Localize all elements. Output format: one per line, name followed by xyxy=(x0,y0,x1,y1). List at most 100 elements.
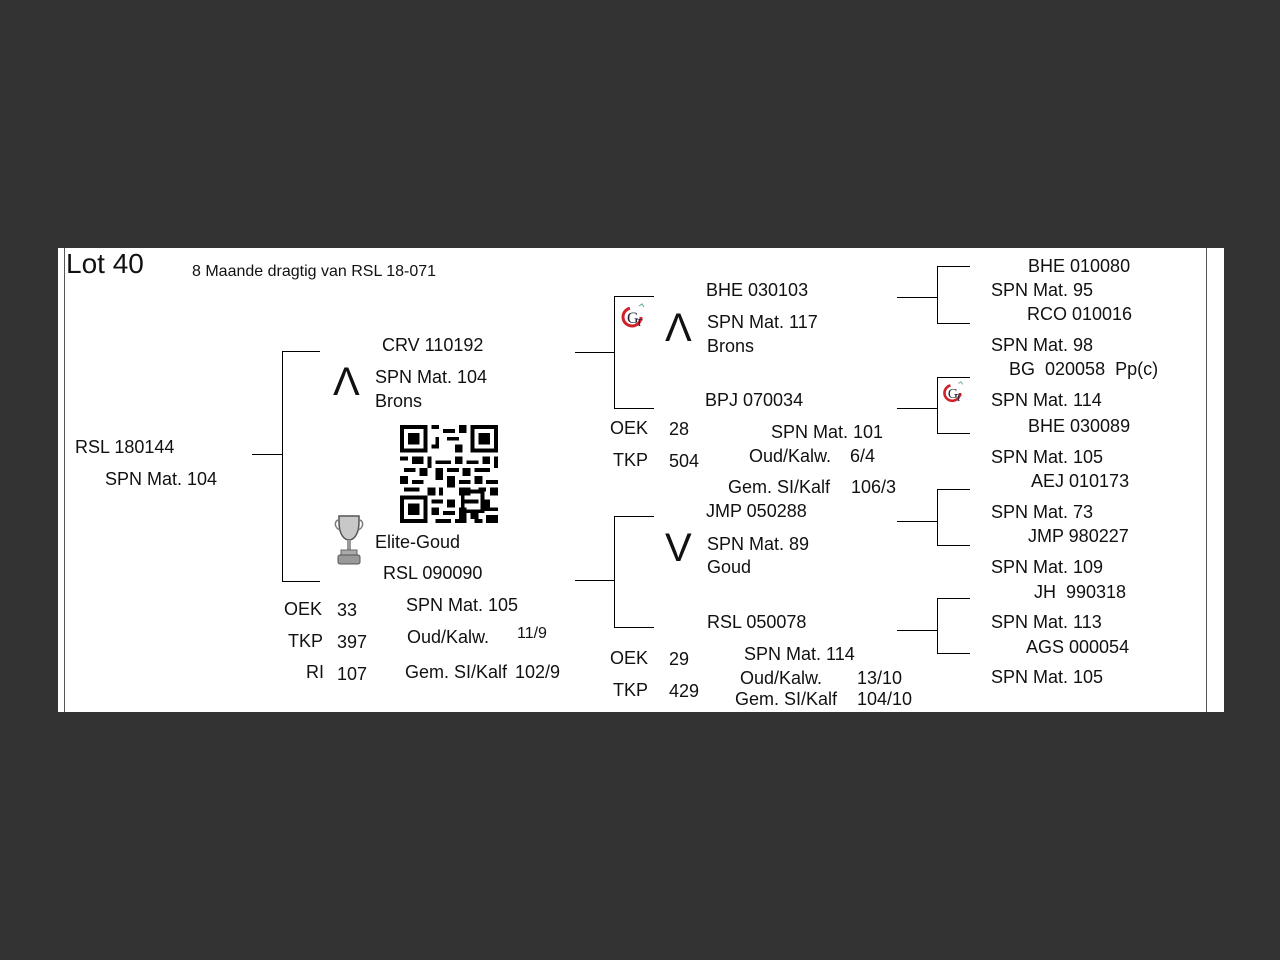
pedigree-sheet: Lot 40 8 Maande dragtig van RSL 18-071 R… xyxy=(58,248,1224,712)
gen3-mat: SPN Mat. 105 xyxy=(991,447,1104,467)
gen1-bracket xyxy=(282,351,283,581)
gen3-id: BG 020058 Pp(c) xyxy=(1009,359,1159,379)
gen3-id: JH 990318 xyxy=(1034,582,1127,602)
gen3-id: JMP 980227 xyxy=(1028,526,1129,546)
dam-dam-id: RSL 050078 xyxy=(707,612,807,632)
dam-gem-label: Gem. SI/Kalf xyxy=(405,662,508,682)
gen3-mat: SPN Mat. 105 xyxy=(991,667,1104,687)
dam-dam-oud-value: 13/10 xyxy=(857,668,903,688)
dam-sire-tick xyxy=(614,516,654,517)
gen1-top-tick xyxy=(282,351,320,352)
dam-dam-gem-label: Gem. SI/Kalf xyxy=(735,689,838,709)
gen3-connector-4 xyxy=(897,630,937,631)
subject-id: RSL 180144 xyxy=(75,437,175,457)
gen3-mat: SPN Mat. 109 xyxy=(991,557,1104,577)
dam-stat-label-tkp: TKP xyxy=(288,631,324,651)
sire-bracket xyxy=(614,296,615,408)
sire-sire-mat: SPN Mat. 117 xyxy=(707,312,818,332)
sire-dam-oud-value: 6/4 xyxy=(850,446,876,466)
sire-dam-gem-value: 106/3 xyxy=(851,477,897,497)
dam-dam-mat: SPN Mat. 114 xyxy=(744,644,855,664)
sire-dam-gem-label: Gem. SI/Kalf xyxy=(728,477,831,497)
gen3-id: RCO 010016 xyxy=(1027,304,1133,324)
gt-logo-icon: G T xyxy=(621,303,645,329)
dam-dam-stat-label-tkp: TKP xyxy=(613,680,649,700)
gen3-mat: SPN Mat. 73 xyxy=(991,502,1094,522)
dam-stat-value-ri: 107 xyxy=(337,664,368,684)
svg-text:G: G xyxy=(948,386,958,401)
gt-logo-icon: G T xyxy=(943,381,964,404)
svg-text:T: T xyxy=(956,394,962,404)
gen1-bottom-tick xyxy=(282,581,320,582)
sire-sire-id: BHE 030103 xyxy=(706,280,809,300)
gen3-bracket-1 xyxy=(937,266,938,323)
sire-sire-grade: Brons xyxy=(707,336,755,356)
dam-dam-stat-value-oek: 29 xyxy=(669,649,690,669)
dam-dam-tick xyxy=(614,627,654,628)
gen3-tick-2b xyxy=(937,433,970,434)
gen3-mat: SPN Mat. 113 xyxy=(991,612,1102,632)
sire-dam-oud-label: Oud/Kalw. xyxy=(749,446,832,466)
dam-sire-mat: SPN Mat. 89 xyxy=(707,534,810,554)
gen3-tick-4a xyxy=(937,598,970,599)
sire-dam-stat-label-oek: OEK xyxy=(610,418,649,438)
gen3-tick-3b xyxy=(937,545,970,546)
sire-up-symbol: Λ xyxy=(333,360,360,404)
sire-dam-mat: SPN Mat. 101 xyxy=(771,422,884,442)
trophy-icon xyxy=(334,515,364,565)
gen3-bracket-4 xyxy=(937,598,938,653)
gen3-id: BHE 010080 xyxy=(1028,256,1131,276)
gen3-bracket-2 xyxy=(937,377,938,433)
sheet-right-border xyxy=(1206,248,1207,712)
sire-sire-tick xyxy=(614,296,654,297)
svg-text:T: T xyxy=(636,317,643,329)
sire-grade: Brons xyxy=(375,391,423,411)
sire-dam-stat-label-tkp: TKP xyxy=(613,450,649,470)
dam-connector xyxy=(575,580,614,581)
gen3-connector-1 xyxy=(897,297,937,298)
svg-text:G: G xyxy=(627,310,639,327)
gen3-mat: SPN Mat. 95 xyxy=(991,280,1094,300)
lot-title: Lot 40 xyxy=(66,248,144,279)
sire-mat: SPN Mat. 104 xyxy=(375,367,488,387)
sire-dam-tick xyxy=(614,408,654,409)
dam-dam-stat-label-oek: OEK xyxy=(610,648,649,668)
gen3-tick-1a xyxy=(937,266,970,267)
gen3-tick-2a xyxy=(937,377,970,378)
subject-connector xyxy=(252,454,282,455)
pregnancy-note: 8 Maande dragtig van RSL 18-071 xyxy=(192,263,437,280)
dam-sire-grade: Goud xyxy=(707,557,752,577)
dam-award: Elite-Goud xyxy=(375,532,461,552)
gen3-tick-1b xyxy=(937,323,970,324)
dam-stat-value-oek: 33 xyxy=(337,600,358,620)
dam-id: RSL 090090 xyxy=(383,563,483,583)
qr-code xyxy=(400,425,498,523)
dam-stat-label-ri: RI xyxy=(306,662,324,682)
gen3-mat: SPN Mat. 114 xyxy=(991,390,1102,410)
subject-mat: SPN Mat. 104 xyxy=(105,469,218,489)
dam-oud-value: 11/9 xyxy=(517,625,547,642)
gen3-tick-4b xyxy=(937,653,970,654)
gen3-mat: SPN Mat. 98 xyxy=(991,335,1094,355)
dam-stat-label-oek: OEK xyxy=(284,599,323,619)
gen3-connector-3 xyxy=(897,521,937,522)
gen3-id: AGS 000054 xyxy=(1026,637,1130,657)
dam-dam-stat-value-tkp: 429 xyxy=(669,681,700,701)
gen3-id: BHE 030089 xyxy=(1028,416,1131,436)
dam-dam-oud-label: Oud/Kalw. xyxy=(740,668,823,688)
sire-connector xyxy=(575,352,614,353)
gen3-bracket-3 xyxy=(937,489,938,545)
sire-sire-up-symbol: Λ xyxy=(665,306,692,350)
dam-sire-id: JMP 050288 xyxy=(706,501,807,521)
dam-sire-down-symbol: V xyxy=(665,526,692,570)
dam-stat-value-tkp: 397 xyxy=(337,632,368,652)
dam-gem-value: 102/9 xyxy=(515,662,561,682)
sire-dam-stat-value-oek: 28 xyxy=(669,419,690,439)
gen3-tick-3a xyxy=(937,489,970,490)
dam-mat: SPN Mat. 105 xyxy=(406,595,519,615)
sire-dam-stat-value-tkp: 504 xyxy=(669,451,700,471)
dam-oud-label: Oud/Kalw. xyxy=(407,627,490,647)
dam-bracket xyxy=(614,516,615,627)
sire-id: CRV 110192 xyxy=(382,335,484,355)
gen3-connector-2 xyxy=(897,408,937,409)
